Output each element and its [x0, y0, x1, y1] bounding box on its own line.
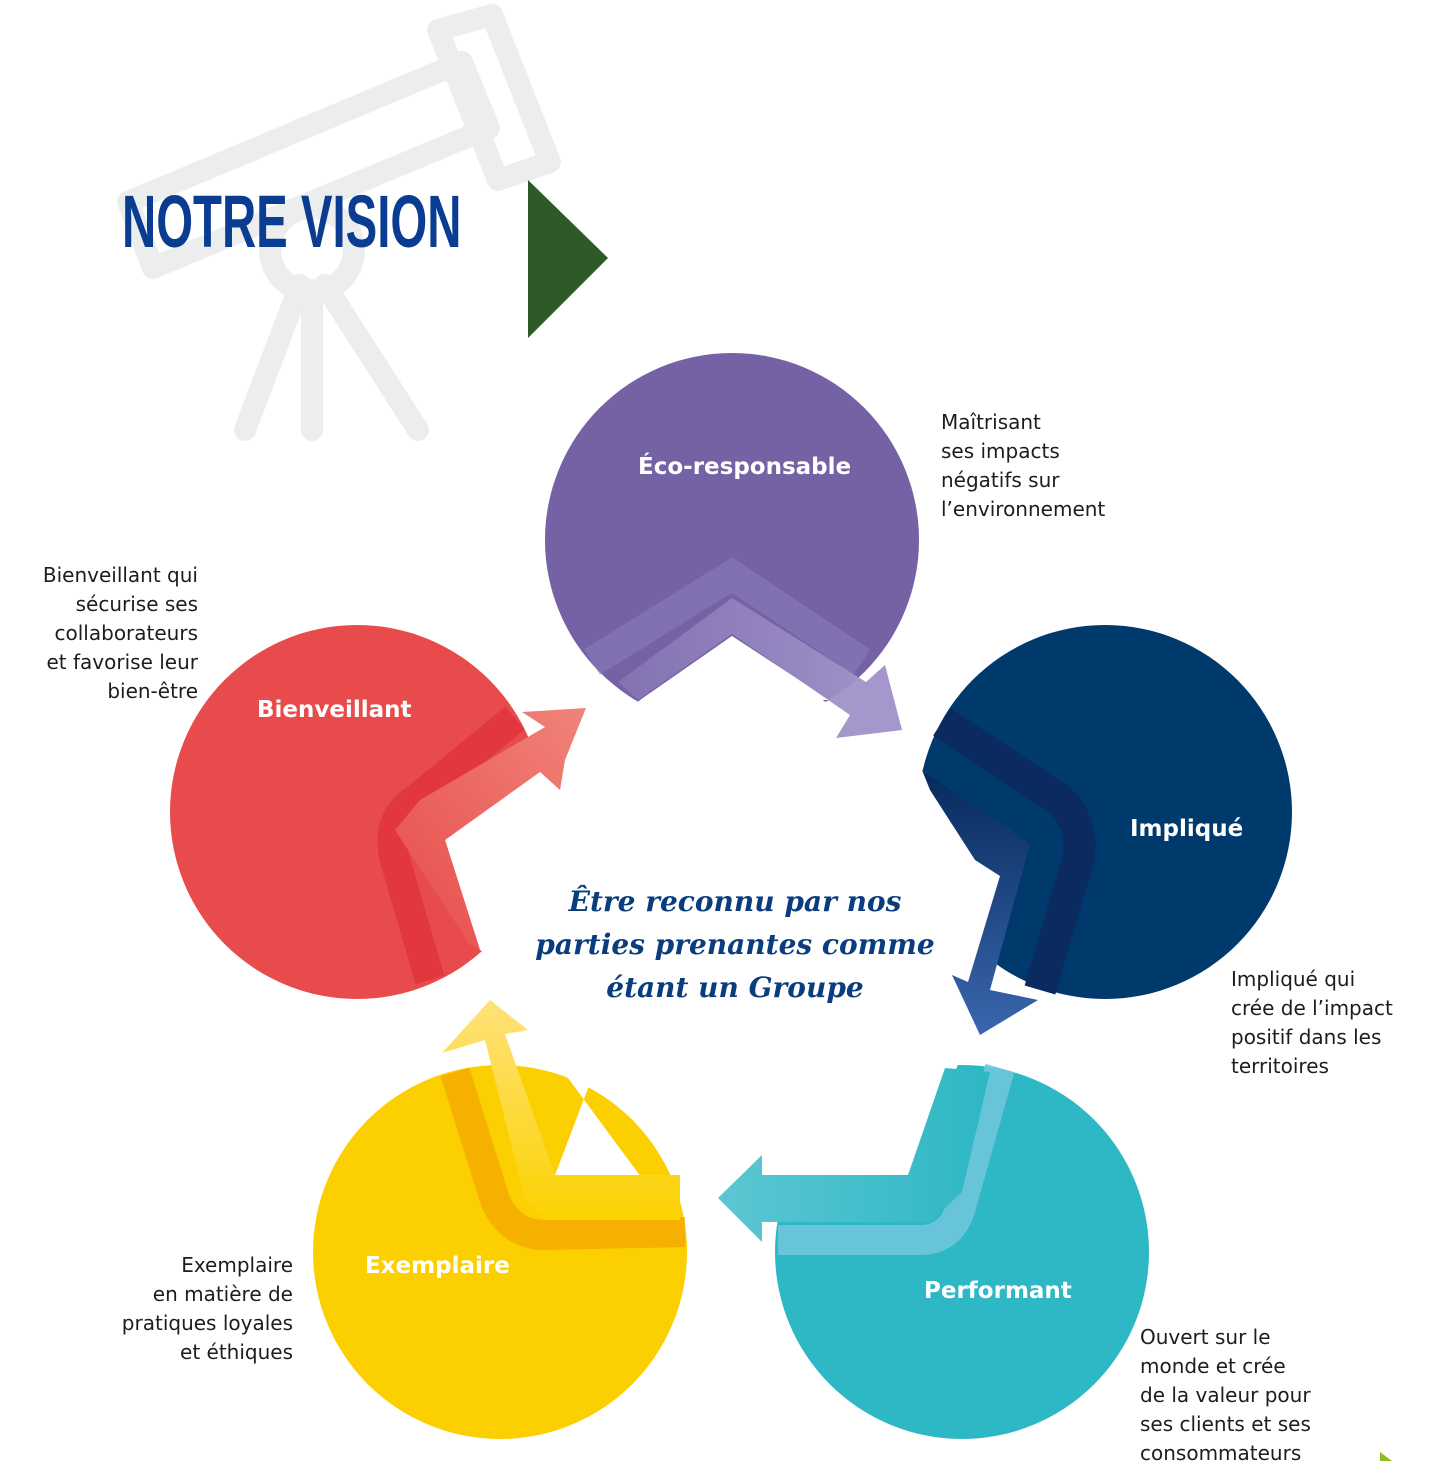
- center-pentagon: [540, 636, 922, 1020]
- description-line: monde et crée: [1140, 1354, 1286, 1378]
- label-exemplaire: Exemplaire: [365, 1253, 510, 1279]
- description-line: et favorise leur: [46, 650, 199, 674]
- description-exemplaire: Exemplaire en matière de pratiques loyal…: [122, 1251, 293, 1367]
- label-performant: Performant: [924, 1278, 1072, 1304]
- telescope-icon: [117, 4, 561, 441]
- description-line: Exemplaire: [181, 1253, 293, 1277]
- label-bienveillant: Bienveillant: [257, 697, 412, 723]
- circle-exemplaire: [313, 1065, 687, 1439]
- small-play-triangle-icon: [1380, 1452, 1392, 1461]
- page-title: NOTRE VISION: [122, 180, 462, 263]
- description-line: bien-être: [107, 679, 198, 703]
- center-line: étant un Groupe: [606, 971, 864, 1004]
- arrow-eco-to-implique: [584, 557, 902, 738]
- description-line: pratiques loyales: [121, 1311, 293, 1335]
- description-line: Ouvert sur le: [1140, 1325, 1271, 1349]
- description-line: ses impacts: [941, 439, 1060, 463]
- description-line: en matière de: [152, 1282, 293, 1306]
- description-line: et éthiques: [180, 1340, 293, 1364]
- description-line: Maîtrisant: [941, 410, 1041, 434]
- center-line: parties prenantes comme: [535, 928, 935, 961]
- play-triangle-icon: [528, 180, 608, 338]
- description-implique: Impliqué qui crée de l’impact positif da…: [1231, 965, 1393, 1081]
- description-line: ses clients et ses: [1140, 1412, 1311, 1436]
- arrow-implique-to-performant: [922, 708, 1096, 1035]
- arrow-performant-to-exemplaire: [718, 1063, 1015, 1255]
- label-eco-responsable: Éco-responsable: [638, 454, 852, 480]
- arrow-bienveillant-to-eco: [377, 706, 586, 985]
- description-line: Impliqué qui: [1231, 967, 1356, 991]
- description-line: de la valeur pour: [1140, 1383, 1311, 1407]
- center-statement: Être reconnu par nos parties prenantes c…: [520, 880, 950, 1009]
- description-performant: Ouvert sur le monde et crée de la valeur…: [1140, 1323, 1311, 1468]
- description-eco-responsable: Maîtrisant ses impacts négatifs sur l’en…: [941, 408, 1105, 524]
- description-bienveillant: Bienveillant qui sécurise ses collaborat…: [43, 561, 198, 706]
- description-line: Bienveillant qui: [42, 563, 198, 587]
- description-line: collaborateurs: [54, 621, 198, 645]
- arrow-exemplaire-to-bienveillant: [440, 1000, 686, 1251]
- label-implique: Impliqué: [1130, 816, 1244, 842]
- center-line: Être reconnu par nos: [568, 885, 902, 918]
- description-line: négatifs sur: [941, 468, 1060, 492]
- description-line: sécurise ses: [75, 592, 198, 616]
- description-line: territoires: [1231, 1054, 1329, 1078]
- description-line: positif dans les: [1231, 1025, 1382, 1049]
- description-line: l’environnement: [941, 497, 1106, 521]
- description-line: crée de l’impact: [1231, 996, 1393, 1020]
- description-line: consommateurs: [1140, 1441, 1302, 1465]
